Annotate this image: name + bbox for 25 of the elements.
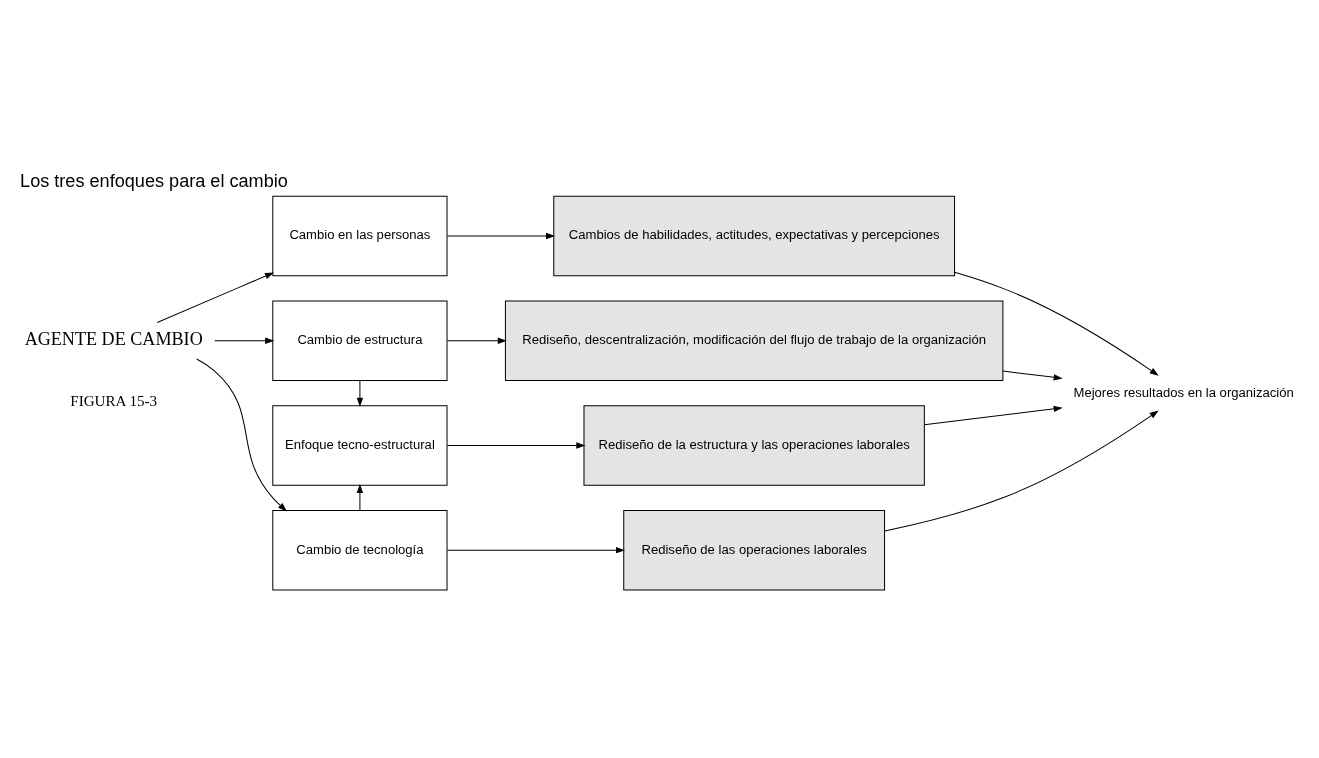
node-text: AGENTE DE CAMBIO (24, 329, 203, 350)
arrow (446, 547, 626, 554)
node-text: Mejores resultados en la organización (1073, 384, 1294, 400)
node-box: Cambios de habilidades, actitudes, expectativas y percepciones (553, 195, 956, 277)
diagram-title: Los tres enfoques para el cambio (20, 170, 288, 191)
node-box: Rediseño de las operaciones laborales (623, 509, 886, 591)
label: FIGURA 15-3 (70, 392, 158, 409)
arrow (214, 337, 275, 344)
arrow (446, 442, 586, 449)
node-box: Cambio en las personas (272, 195, 448, 277)
arrow (156, 272, 275, 323)
arrow (884, 410, 1159, 532)
arrow (1002, 370, 1063, 381)
node-box: Rediseño, descentralización, modificación del flujo de trabajo de la organización (504, 300, 1004, 381)
node-box: Cambio de tecnología (272, 509, 448, 591)
node-box: Cambio de estructura (272, 300, 448, 381)
arrow (954, 271, 1159, 376)
arrow (446, 232, 556, 240)
arrow (356, 483, 364, 511)
node-box: Enfoque tecno-estructural (272, 405, 448, 486)
node-box: Rediseño de la estructura y las operaciones laborales (583, 405, 925, 486)
arrow (923, 405, 1063, 426)
arrow (446, 337, 507, 344)
arrow (196, 358, 288, 512)
arrow (356, 380, 364, 407)
